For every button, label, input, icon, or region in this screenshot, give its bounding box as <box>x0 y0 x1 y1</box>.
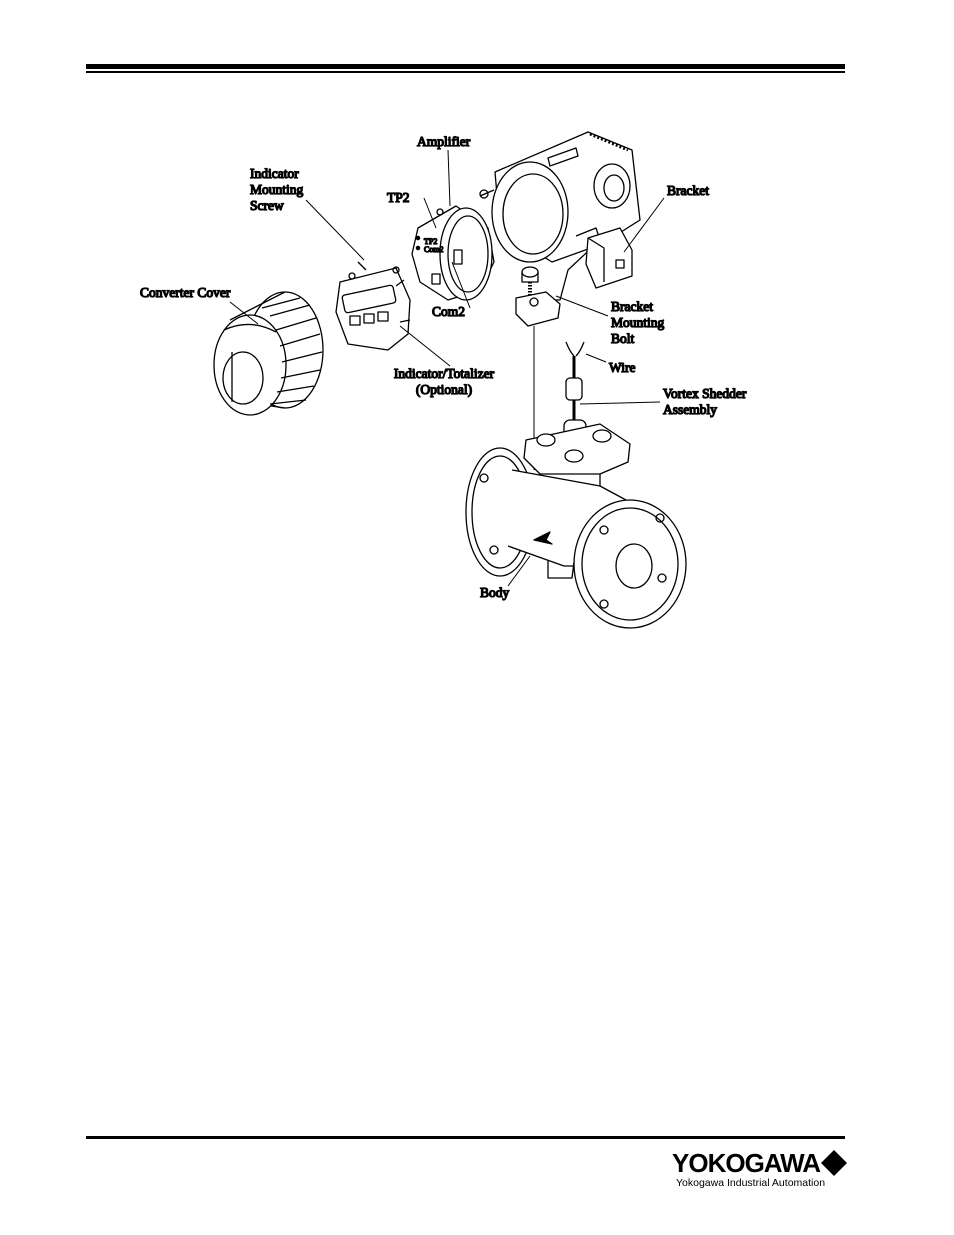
label-indicator-screw-1: Indicator <box>250 166 299 181</box>
amplifier-drawing <box>411 205 495 301</box>
label-indicator-screw-2: Mounting <box>250 182 304 197</box>
converter-cover-drawing <box>213 291 324 416</box>
label-vortex-assembly-2: Assembly <box>663 402 717 417</box>
pcb-mark-com2: Com2 <box>424 245 444 254</box>
header-rule-thin <box>86 71 845 73</box>
header-rule-thick <box>86 64 845 69</box>
label-bracket-bolt-2: Mounting <box>611 315 665 330</box>
pcb-mark-tp2: TP2 <box>424 237 437 246</box>
brand-name: YOKOGAWA <box>672 1148 821 1178</box>
label-bracket-bolt-1: Bracket <box>611 299 653 314</box>
label-body: Body <box>480 585 510 600</box>
diamond-icon <box>821 1150 847 1176</box>
bracket-drawing <box>585 227 633 289</box>
label-indicator-screw-3: Screw <box>250 198 284 213</box>
housing-drawing <box>479 131 641 301</box>
label-vortex-assembly-1: Vortex Shedder <box>663 386 747 401</box>
brand-tagline: Yokogawa Industrial Automation <box>676 1177 826 1189</box>
label-converter-cover: Converter Cover <box>140 285 231 300</box>
label-wire: Wire <box>609 360 635 375</box>
label-com2: Com2 <box>432 304 465 319</box>
label-bracket: Bracket <box>667 183 709 198</box>
label-bracket-bolt-3: Bolt <box>611 331 635 346</box>
indicator-drawing <box>335 261 411 351</box>
label-tp2: TP2 <box>387 190 410 205</box>
flowmeter-body-drawing <box>465 423 687 629</box>
label-amplifier: Amplifier <box>417 134 471 149</box>
label-indicator-totalizer-1: Indicator/Totalizer <box>394 366 495 381</box>
footer-rule <box>86 1136 845 1139</box>
label-indicator-totalizer-2: (Optional) <box>416 382 472 397</box>
leader-lines <box>229 149 665 587</box>
